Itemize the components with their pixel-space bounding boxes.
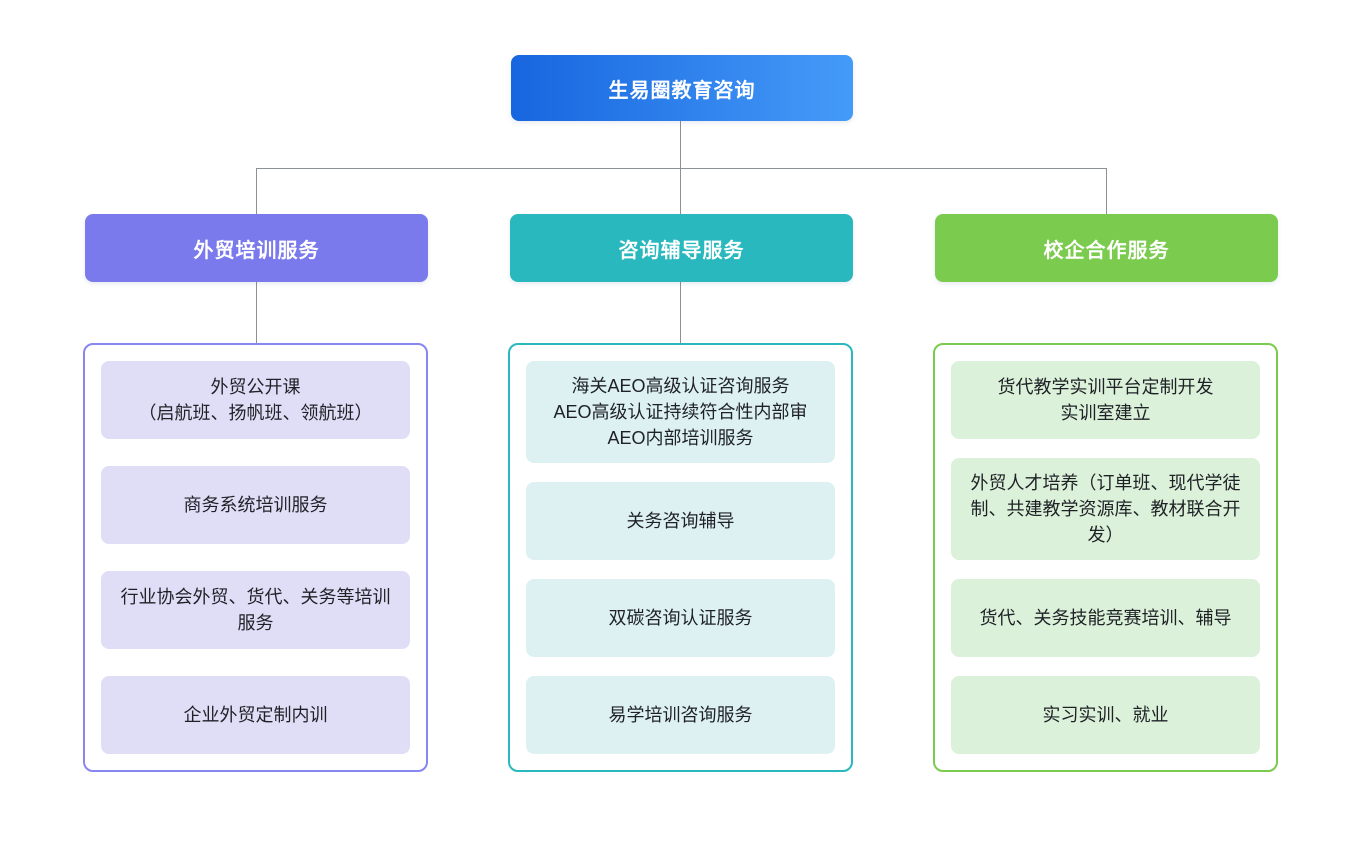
- leaf-item: 海关AEO高级认证咨询服务 AEO高级认证持续符合性内部审 AEO内部培训服务: [526, 361, 835, 463]
- leaf-item: 双碳咨询认证服务: [526, 579, 835, 657]
- connector-branch1-bottom: [256, 282, 257, 343]
- leaf-item: 外贸公开课 （启航班、扬帆班、领航班）: [101, 361, 410, 439]
- connector-branch3-top: [1106, 168, 1107, 214]
- branch-header-school-enterprise-cooperation: 校企合作服务: [935, 214, 1278, 282]
- connector-horizontal: [256, 168, 1107, 169]
- leaf-item: 外贸人才培养（订单班、现代学徒制、共建教学资源库、教材联合开发）: [951, 458, 1260, 560]
- connector-branch2-top: [680, 168, 681, 214]
- branch-header-label: 校企合作服务: [1043, 239, 1170, 262]
- connector-branch1-top: [256, 168, 257, 214]
- branch-header-foreign-trade-training: 外贸培训服务: [85, 214, 428, 282]
- leaf-item: 易学培训咨询服务: [526, 676, 835, 754]
- root-node: 生易圈教育咨询: [511, 55, 853, 121]
- leaf-item: 货代、关务技能竞赛培训、辅导: [951, 579, 1260, 657]
- branch-header-label: 外贸培训服务: [193, 239, 320, 262]
- branch-container-consulting-coaching: 海关AEO高级认证咨询服务 AEO高级认证持续符合性内部审 AEO内部培训服务 …: [508, 343, 853, 772]
- leaf-item: 企业外贸定制内训: [101, 676, 410, 754]
- leaf-item: 行业协会外贸、货代、关务等培训服务: [101, 571, 410, 649]
- branch-container-foreign-trade-training: 外贸公开课 （启航班、扬帆班、领航班） 商务系统培训服务 行业协会外贸、货代、关…: [83, 343, 428, 772]
- leaf-item: 实习实训、就业: [951, 676, 1260, 754]
- branch-container-school-enterprise-cooperation: 货代教学实训平台定制开发 实训室建立 外贸人才培养（订单班、现代学徒制、共建教学…: [933, 343, 1278, 772]
- leaf-item: 关务咨询辅导: [526, 482, 835, 560]
- root-node-label: 生易圈教育咨询: [608, 79, 756, 102]
- connector-branch2-bottom: [680, 282, 681, 343]
- branch-header-label: 咨询辅导服务: [618, 239, 745, 262]
- branch-header-consulting-coaching: 咨询辅导服务: [510, 214, 853, 282]
- leaf-item: 商务系统培训服务: [101, 466, 410, 544]
- leaf-item: 货代教学实训平台定制开发 实训室建立: [951, 361, 1260, 439]
- connector-root-vertical: [680, 121, 681, 168]
